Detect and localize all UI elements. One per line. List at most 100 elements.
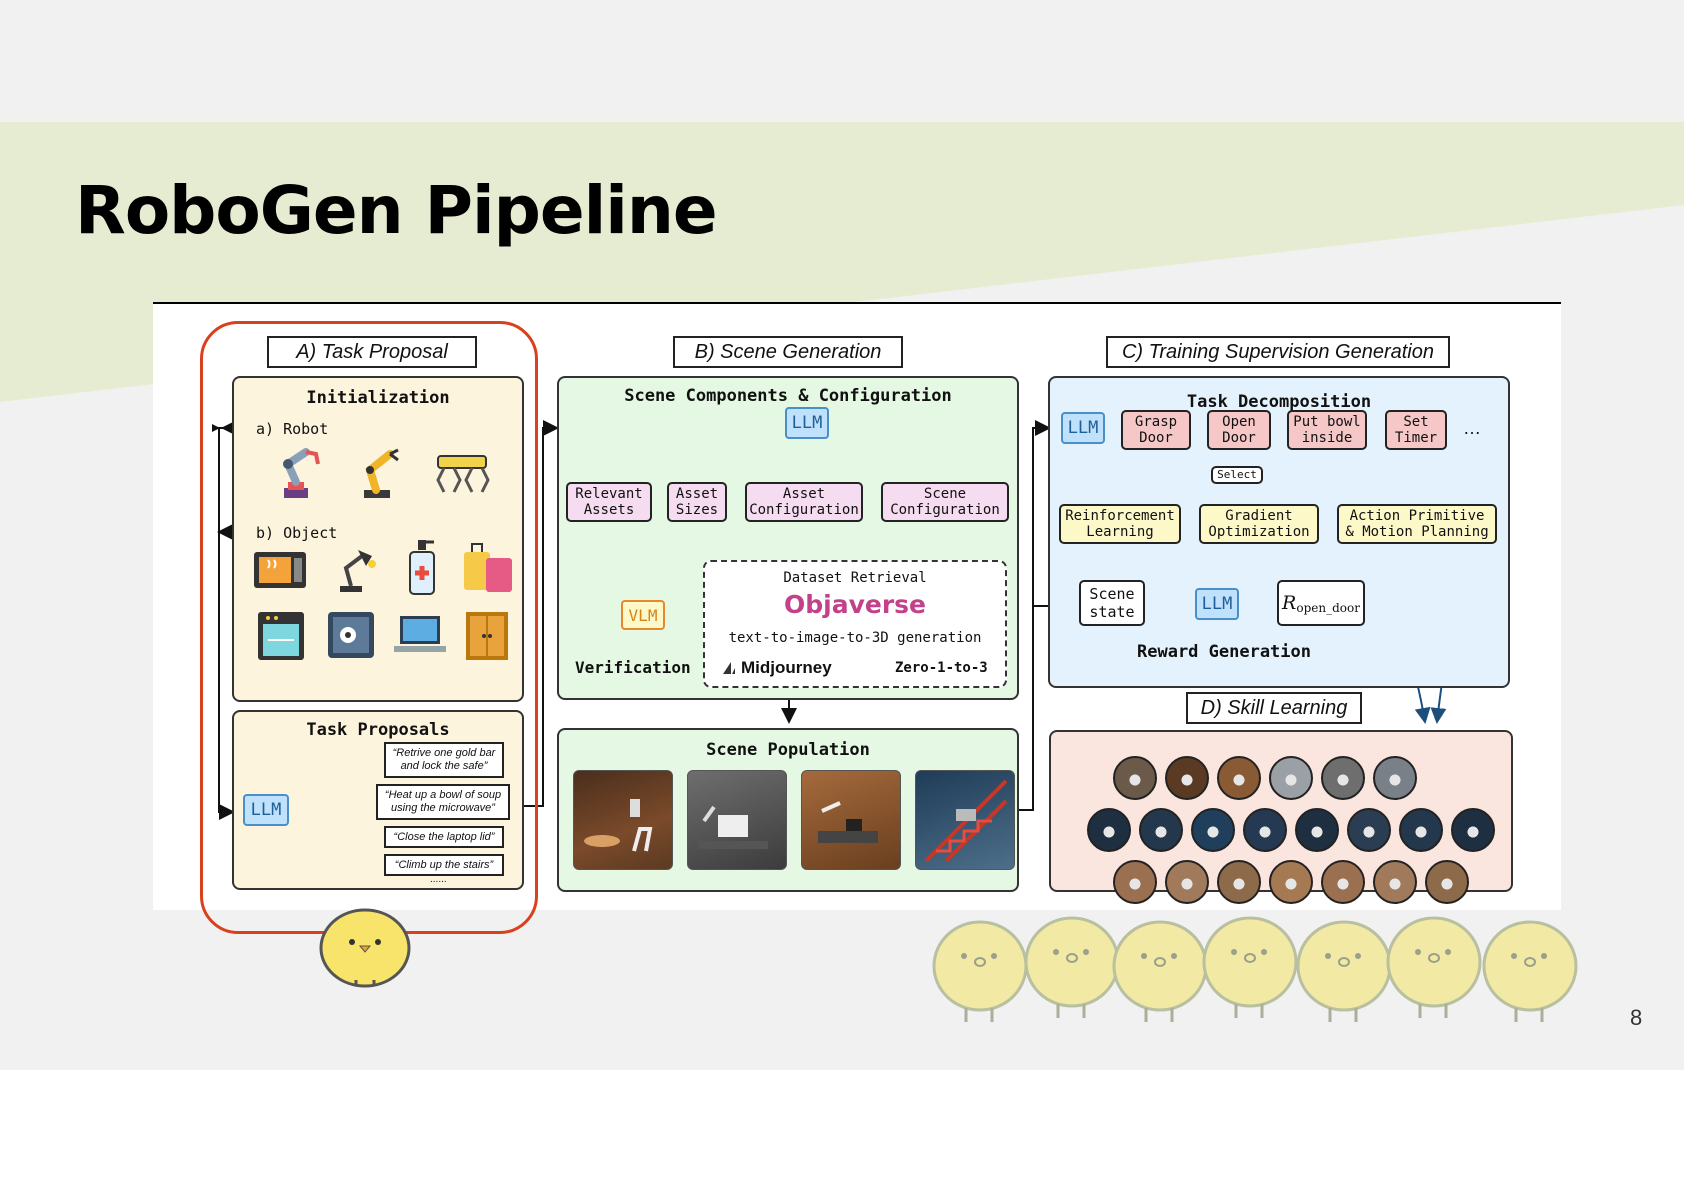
training-supervision-title: C) Training Supervision Generation xyxy=(1106,336,1450,368)
chick-icon xyxy=(1482,920,1578,1022)
scene-photo-kitchen xyxy=(687,770,787,870)
scene-photo-lounge xyxy=(573,770,673,870)
scene-photo-stairs xyxy=(915,770,1015,870)
chick-icon xyxy=(1296,920,1392,1022)
grasp-door-box: Grasp Door xyxy=(1121,410,1191,450)
set-timer-box: Set Timer xyxy=(1385,410,1447,450)
skill-thumbnail xyxy=(1321,756,1365,800)
skill-thumbnail xyxy=(1113,860,1157,904)
chick-icon xyxy=(1386,916,1482,1018)
select-box: Select xyxy=(1211,466,1263,484)
chick-icon xyxy=(1024,916,1120,1018)
reward-generation-label: Reward Generation xyxy=(1137,642,1311,662)
skill-thumbnail xyxy=(1373,756,1417,800)
open-door-box: Open Door xyxy=(1207,410,1271,450)
reward-symbol: R xyxy=(1282,592,1297,614)
chick-icon xyxy=(1202,916,1298,1018)
skill-thumbnail xyxy=(1399,808,1443,852)
dispenser-bottle-icon xyxy=(409,540,435,595)
proposal-climb-stairs: “Climb up the stairs” xyxy=(384,854,504,876)
cabinet-icon xyxy=(466,612,508,660)
decomp-llm-box: LLM xyxy=(1061,412,1105,444)
midjourney-label: Midjourney xyxy=(741,658,832,677)
action-primitive-box: Action Primitive & Motion Planning xyxy=(1337,504,1497,544)
pipeline-figure: A) Task Proposal Initialization a) Robot… xyxy=(153,302,1561,910)
page-number: 8 xyxy=(1630,1005,1643,1030)
robot-label: a) Robot xyxy=(256,420,329,438)
scene-configuration-box: Scene Configuration xyxy=(881,482,1009,522)
task-proposal-highlight xyxy=(200,321,538,934)
kitchen-objects-icon xyxy=(698,805,768,849)
skill-thumbnail xyxy=(1321,860,1365,904)
initialization-title: Initialization xyxy=(306,388,450,408)
scene-population-title: Scene Population xyxy=(706,740,870,760)
task-decomposition-title: Task Decomposition xyxy=(1186,392,1372,412)
dishwasher-icon xyxy=(258,612,304,660)
industrial-arm-icon xyxy=(364,448,399,498)
microwave-icon xyxy=(254,552,306,588)
dataset-retrieval-label: Dataset Retrieval xyxy=(783,570,927,586)
skill-thumbnail xyxy=(1139,808,1183,852)
skill-thumbnail xyxy=(1451,808,1495,852)
skill-learning-title: D) Skill Learning xyxy=(1186,692,1362,724)
zero-label: Zero-1-to-3 xyxy=(895,660,988,676)
skill-thumbnail xyxy=(1347,808,1391,852)
objaverse-logo: Objaverse xyxy=(783,590,926,619)
reward-subscript: open_door xyxy=(1296,601,1360,615)
skill-thumbnail xyxy=(1165,860,1209,904)
skill-thumbnail xyxy=(1295,808,1339,852)
proposal-heat-soup: “Heat up a bowl of soup using the microw… xyxy=(376,784,510,820)
chick-icon xyxy=(932,920,1028,1022)
laptop-icon xyxy=(394,616,446,652)
skill-thumbnail xyxy=(1425,860,1469,904)
relevant-assets-box: Relevant Assets xyxy=(566,482,652,522)
lounge-furniture-icon xyxy=(584,799,653,852)
dataset-retrieval-box xyxy=(703,560,1007,688)
midjourney-icon xyxy=(723,662,735,674)
skill-thumbnail xyxy=(1191,808,1235,852)
object-label: b) Object xyxy=(256,524,338,542)
scene-generation-title: B) Scene Generation xyxy=(673,336,903,368)
stairs-robot-icon xyxy=(924,779,1008,863)
skill-thumbnail xyxy=(1217,756,1261,800)
vlm-box: VLM xyxy=(621,600,665,630)
skill-thumbnail xyxy=(1087,808,1131,852)
chick-icon xyxy=(1112,920,1208,1022)
skill-thumbnail xyxy=(1373,860,1417,904)
slide-title: RoboGen Pipeline xyxy=(75,172,718,249)
proposal-gold-bar: “Retrive one gold bar and lock the safe” xyxy=(384,742,504,778)
chick-mascot-icon xyxy=(319,908,411,988)
scene-components-title: Scene Components & Configuration xyxy=(624,386,952,406)
proposals-ellipsis: ...... xyxy=(430,874,447,885)
verification-label: Verification xyxy=(575,658,691,677)
office-objects-icon xyxy=(818,801,878,843)
text-to-3d-label: text-to-image-to-3D generation xyxy=(728,630,982,646)
initialization-panel: Initialization a) Robot b) Object xyxy=(232,376,524,702)
task-llm-box: LLM xyxy=(243,794,289,826)
suitcase-icon xyxy=(464,543,512,592)
scene-photo-office xyxy=(801,770,901,870)
skill-thumbnail xyxy=(1243,808,1287,852)
safe-icon xyxy=(328,612,374,658)
reinforcement-learning-box: Reinforcement Learning xyxy=(1059,504,1181,544)
skill-thumbnail xyxy=(1113,756,1157,800)
task-proposals-title: Task Proposals xyxy=(306,720,450,740)
scene-state-box: Scene state xyxy=(1079,580,1145,626)
reward-llm-box: LLM xyxy=(1195,588,1239,620)
scene-population-panel: Scene Population xyxy=(557,728,1019,892)
robot-arm-icon xyxy=(282,448,320,498)
skill-thumbnail xyxy=(1269,860,1313,904)
slide: RoboGen Pipeline xyxy=(0,0,1684,1070)
skill-thumbnail xyxy=(1217,860,1261,904)
more-subtasks: … xyxy=(1463,418,1481,438)
asset-configuration-box: Asset Configuration xyxy=(745,482,863,522)
desk-lamp-icon xyxy=(340,550,376,592)
put-bowl-box: Put bowl inside xyxy=(1287,410,1367,450)
skill-thumbnail xyxy=(1165,756,1209,800)
gradient-optimization-box: Gradient Optimization xyxy=(1199,504,1319,544)
skill-thumbnail xyxy=(1269,756,1313,800)
scene-llm-box: LLM xyxy=(785,407,829,439)
task-proposal-title: A) Task Proposal xyxy=(267,336,477,368)
asset-sizes-box: Asset Sizes xyxy=(667,482,727,522)
